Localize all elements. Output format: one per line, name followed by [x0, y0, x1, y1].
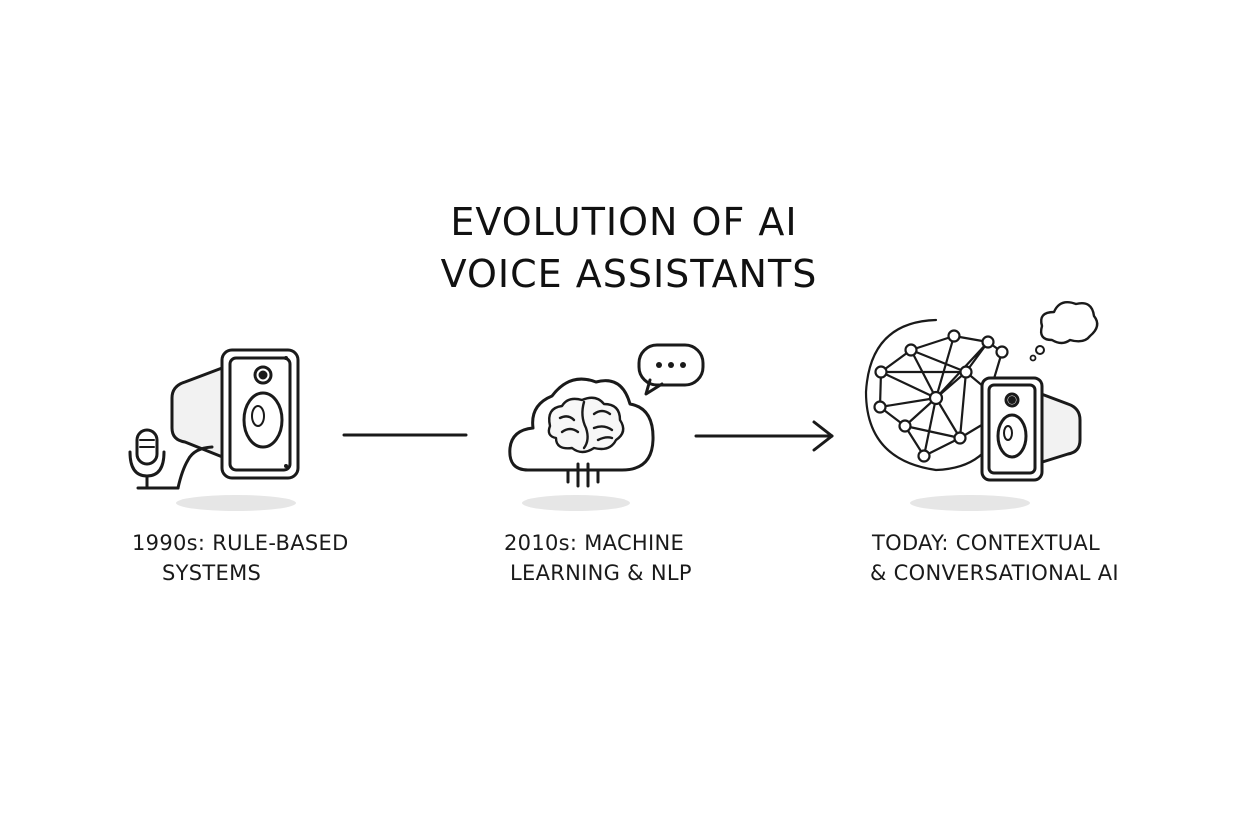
stage-2-shadow [522, 495, 630, 511]
stage-1-label-line-1: 1990s: RULE-BASED [132, 531, 349, 555]
stage-3-label-line-1: TODAY: CONTEXTUAL [872, 531, 1101, 555]
speech-bubble-icon [637, 343, 705, 396]
speaker-icon-modern [980, 376, 1082, 482]
stage-2-label-line-1: 2010s: MACHINE [504, 531, 685, 555]
stage-3-shadow [910, 495, 1030, 511]
microphone-icon [128, 428, 214, 490]
diagram-title: EVOLUTION OF AI VOICE ASSISTANTS [0, 196, 1248, 300]
stage-3-label-line-2: & CONVERSATIONAL AI [870, 561, 1119, 585]
stage-2-label-line-2: LEARNING & NLP [510, 561, 692, 585]
connector-arrow-2 [694, 420, 834, 452]
speaker-icon [170, 348, 300, 480]
brain-icon [547, 396, 625, 454]
thought-bubble-icon [1029, 301, 1099, 362]
stage-1-shadow [176, 495, 296, 511]
stage-3-label: TODAY: CONTEXTUAL & CONVERSATIONAL AI [870, 528, 1119, 588]
stage-1-label: 1990s: RULE-BASED SYSTEMS [132, 528, 349, 588]
title-line-2: VOICE ASSISTANTS [440, 252, 818, 296]
title-line-1: EVOLUTION OF AI [450, 200, 798, 244]
stage-2-label: 2010s: MACHINE LEARNING & NLP [504, 528, 692, 588]
stage-1-label-line-2: SYSTEMS [162, 561, 262, 585]
